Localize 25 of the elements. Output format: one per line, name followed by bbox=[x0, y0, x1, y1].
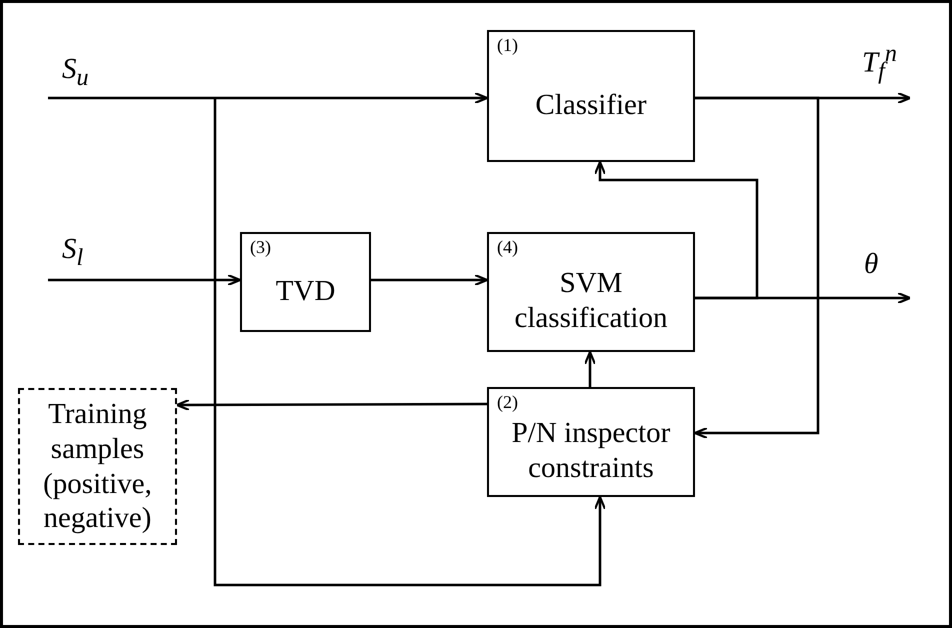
signal-label: S$_{l}$ bbox=[62, 235, 84, 270]
block-number: (1) bbox=[497, 36, 518, 54]
arrow bbox=[694, 96, 820, 440]
block-number: (2) bbox=[497, 393, 518, 411]
svm-box bbox=[487, 232, 695, 352]
arrow bbox=[584, 350, 596, 387]
tvd-box bbox=[240, 232, 371, 332]
arrow bbox=[48, 274, 242, 286]
signal-label: S$_{u}$ bbox=[62, 55, 89, 90]
box-label: Training samples (positive, negative) bbox=[42, 396, 153, 536]
block-label: TVD bbox=[276, 274, 336, 308]
block-label: P/N inspector constraints bbox=[510, 416, 672, 486]
arrow bbox=[176, 398, 487, 412]
inspector-box bbox=[487, 387, 695, 497]
block-label: Classifier bbox=[535, 88, 647, 122]
training-samples-box bbox=[18, 388, 177, 545]
classifier-box bbox=[487, 30, 695, 162]
arrow bbox=[371, 274, 488, 286]
block-number: (3) bbox=[250, 238, 271, 256]
arrow bbox=[594, 160, 758, 300]
arrow bbox=[48, 92, 488, 104]
block-number: (4) bbox=[497, 238, 518, 256]
signal-label: θ bbox=[864, 250, 878, 279]
arrow bbox=[214, 98, 606, 586]
block-label: SVM classification bbox=[513, 266, 668, 336]
